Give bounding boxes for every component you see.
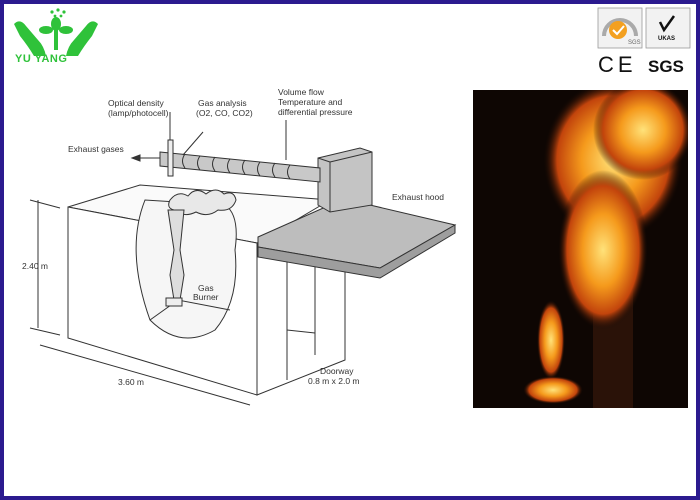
label-gas-analysis-sub: (O2, CO, CO2) [196,108,253,118]
sgs-mark: SGS [648,57,684,76]
label-volume-flow: Volume flow [278,88,325,97]
duct-rings [182,153,291,180]
yu-yang-logo [14,8,98,56]
label-burner: Burner [193,292,219,302]
label-optical-density: Optical density [108,98,164,108]
sgs-badge-text: SGS [628,40,641,46]
label-exhaust-hood: Exhaust hood [392,192,444,202]
label-height: 2.40 m [22,261,48,271]
ukas-check-icon [658,15,676,33]
label-exhaust-gases: Exhaust gases [68,144,124,154]
gas-burner [165,297,183,307]
ukas-badge-text: UKAS [658,36,675,42]
sgs-seal-icon [609,21,627,39]
label-gas: Gas [198,283,214,293]
brand-name: YU YANG [15,53,68,65]
label-length: 3.60 m [118,377,144,387]
label-gas-analysis: Gas analysis [198,98,247,108]
label-doorway-size: 0.8 m x 2.0 m [308,376,360,386]
photocell-probe [167,139,174,177]
fire-test-photo [473,90,688,408]
label-doorway: Doorway [320,366,354,376]
exhaust-arrow-icon [130,154,141,162]
label-pressure: differential pressure [278,107,353,117]
exhaust-duct [159,151,321,183]
room-fire-test-diagram: Optical density (lamp/photocell) Gas ana… [22,88,457,406]
ce-mark: CE [598,52,637,76]
exhaust-hood-box [317,147,373,213]
label-temperature: Temperature and [278,97,343,107]
certification-badges: SGS UKAS CE SGS [597,7,691,76]
cutaway-opening [135,199,237,339]
exhaust-hood-rim [257,224,456,279]
label-optical-density-sub: (lamp/photocell) [108,108,169,118]
